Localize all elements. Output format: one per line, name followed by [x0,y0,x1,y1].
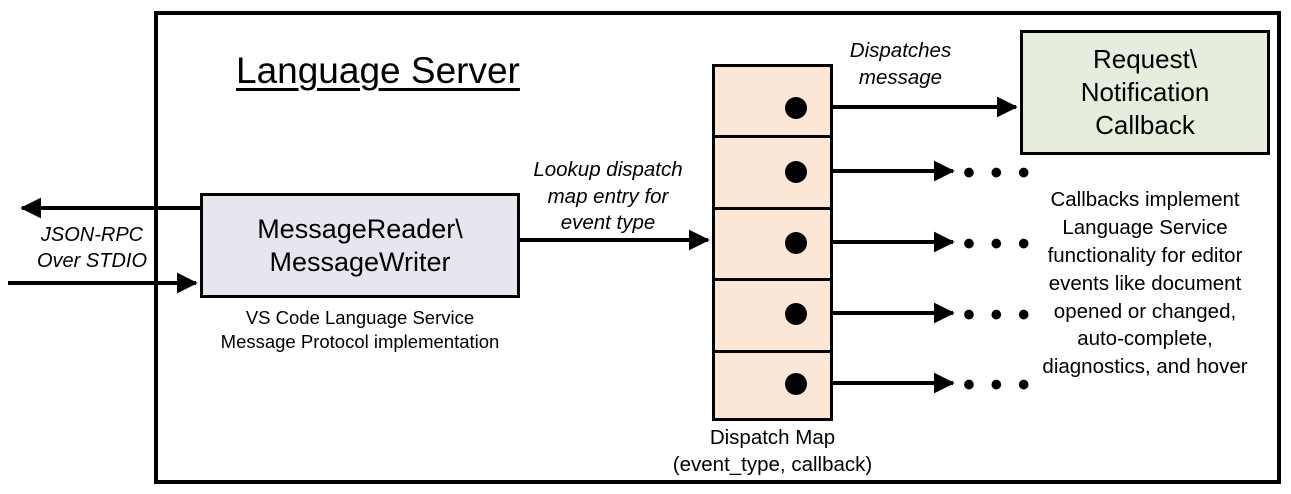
row-2-ellipsis: • • • [963,154,1033,192]
table-row[interactable] [715,281,830,353]
lookup-line1: Lookup dispatch [533,158,683,181]
reader-title-line1: MessageReader\ [257,213,463,244]
message-reader-writer-node[interactable]: MessageReader\ MessageWriter [200,193,520,298]
lookup-line3: event type [560,211,656,235]
dispatch-caption-line2: (event_type, callback) [672,453,873,477]
reader-caption-line2: Message Protocol implementation [220,331,500,353]
callback-caption-line4: events like document [1048,271,1242,295]
table-row[interactable] [715,210,830,282]
dispatches-line1: Dispatches [849,39,952,62]
dispatch-entry-dot-icon [785,161,807,183]
table-row[interactable] [715,138,830,210]
dispatch-map-caption: Dispatch Map (event_type, callback) [640,424,905,479]
dispatch-entry-dot-icon [785,97,807,119]
dispatches-line2: message [858,65,943,89]
callback-title-line1: Request\ [1092,43,1198,74]
callback-caption-line2: Language Service [1062,215,1228,239]
message-reader-caption: VS Code Language Service Message Protoco… [185,306,535,355]
page-title: Language Server [236,50,520,91]
edge-label-jsonrpc-line2: Over STDIO [36,250,147,272]
dispatch-entry-dot-icon [785,303,807,325]
dispatch-caption-line1: Dispatch Map [709,426,836,449]
edge-label-dispatches-message: Dispatches message [833,38,968,91]
callback-caption-line7: diagnostics, and hover [1042,355,1248,379]
dispatch-map-table[interactable] [712,64,833,421]
edge-label-lookup-dispatch: Lookup dispatch map entry for event type [512,157,704,237]
reader-title-line2: MessageWriter [269,246,451,277]
edge-label-jsonrpc-stdio: JSON-RPC Over STDIO [24,222,160,274]
table-row[interactable] [715,353,830,424]
table-row[interactable] [715,67,830,139]
dispatch-entry-dot-icon [785,373,807,395]
dispatch-entry-dot-icon [785,232,807,254]
callback-title-line2: Notification [1080,76,1210,107]
callback-title-line3: Callback [1095,110,1195,141]
row-5-ellipsis: • • • [963,366,1033,404]
language-server-boundary [154,11,1281,484]
reader-caption-line1: VS Code Language Service [245,307,475,328]
callback-caption: Callbacks implement Language Service fun… [1016,186,1274,381]
request-notification-callback-node[interactable]: Request\ Notification Callback [1020,30,1270,155]
callback-caption-line3: functionality for editor [1047,243,1243,267]
callback-caption-line5: opened or changed, [1053,299,1237,323]
row-3-ellipsis: • • • [963,225,1033,263]
callback-caption-line1: Callbacks implement [1050,188,1240,211]
callback-caption-line6: auto-complete, [1077,327,1213,351]
row-4-ellipsis: • • • [963,296,1033,334]
lookup-line2: map entry for [547,184,669,208]
edge-label-jsonrpc-line1: JSON-RPC [40,224,144,246]
